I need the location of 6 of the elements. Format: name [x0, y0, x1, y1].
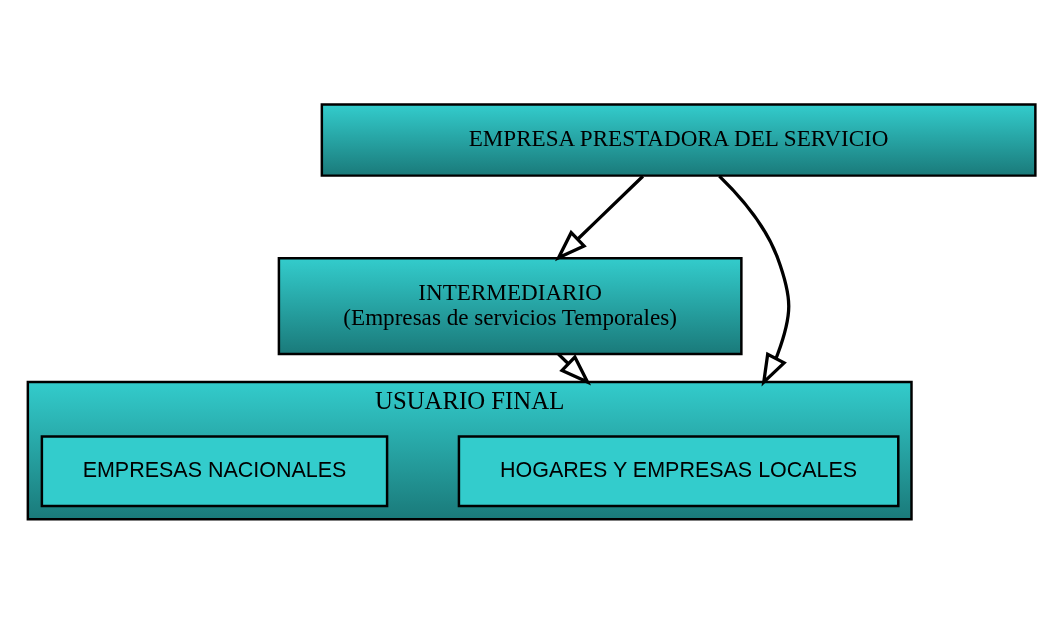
node-box: HOGARES Y EMPRESAS LOCALES: [457, 434, 900, 507]
node-box: EMPRESA PRESTADORA DEL SERVICIO: [320, 102, 1037, 177]
arrow: [718, 174, 791, 387]
node-box: INTERMEDIARIO (Empresas de servicios Temporales): [277, 256, 743, 355]
node-box: EMPRESAS NACIONALES: [40, 434, 389, 507]
arrow: [555, 174, 645, 261]
